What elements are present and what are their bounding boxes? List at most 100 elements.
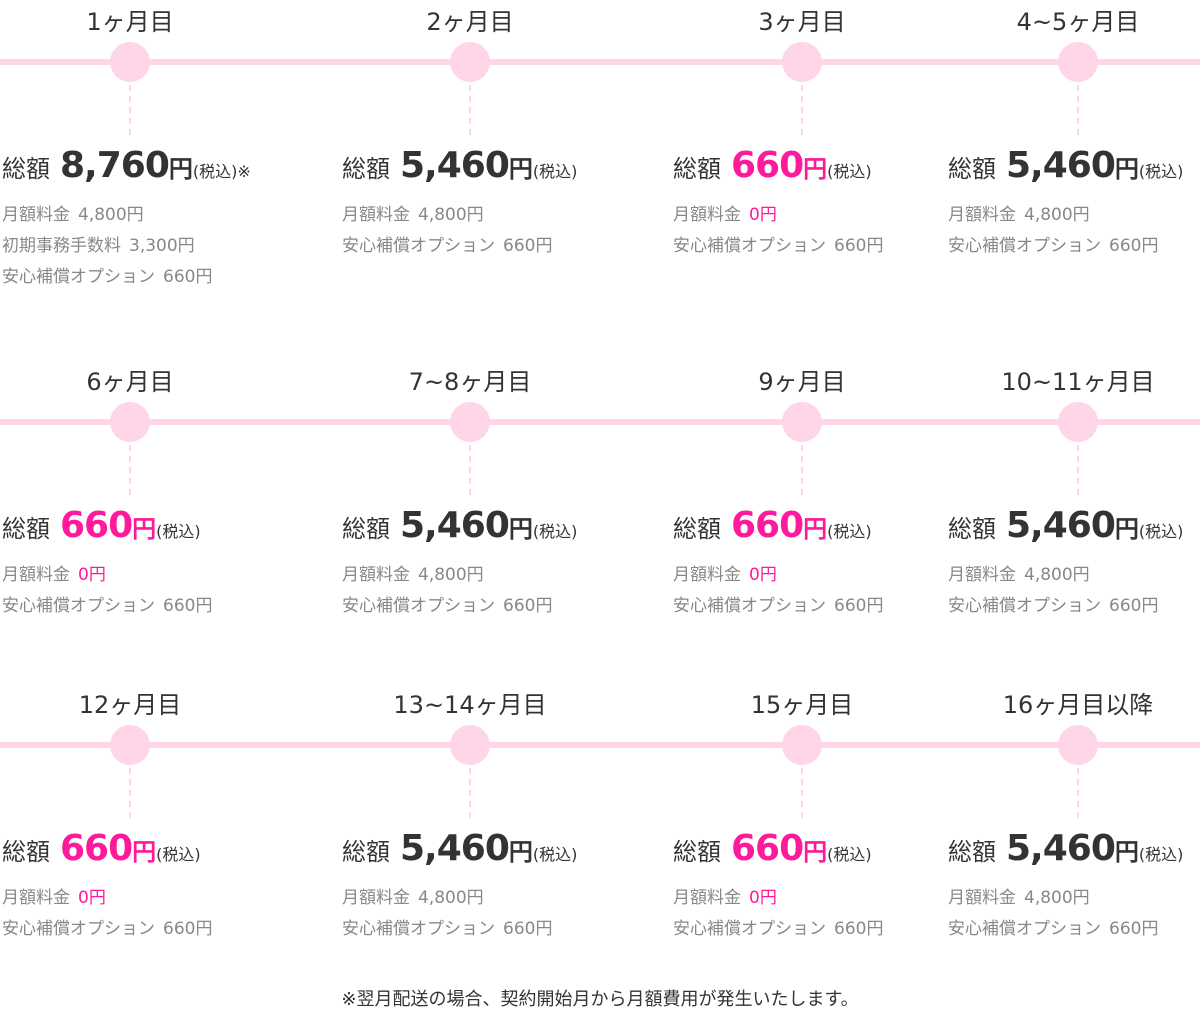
month-label: 2ヶ月目 [426, 8, 514, 36]
timeline-line [0, 419, 1200, 425]
tax-label: (税込) [1138, 845, 1184, 864]
timeline-dot [450, 725, 490, 765]
option-line: 安心補償オプション 660円 [342, 914, 552, 939]
yen-unit: 円 [1114, 838, 1139, 866]
monthly-fee-label: 月額料金 [673, 205, 741, 225]
tax-label: (税込) [156, 845, 201, 864]
timeline-dot [1058, 42, 1098, 82]
option-label: 安心補償オプション [2, 267, 155, 287]
total-label: 総額 [342, 838, 390, 866]
amount-value: 660 [731, 145, 804, 186]
total-label: 総額 [342, 155, 390, 183]
amount-value: 8,760 [60, 145, 170, 186]
timeline-dot [450, 402, 490, 442]
connector-line [129, 85, 131, 135]
monthly-fee-value: 4,800円 [1024, 565, 1090, 585]
monthly-fee-label: 月額料金 [948, 205, 1016, 225]
total-label: 総額 [2, 515, 50, 543]
monthly-fee-label: 月額料金 [673, 565, 741, 585]
month-label: 13~14ヶ月目 [393, 691, 547, 719]
option-label: 安心補償オプション [948, 919, 1101, 939]
tax-label: (税込) [1138, 162, 1184, 181]
amount-value: 5,460 [1006, 505, 1116, 546]
yen-unit: 円 [508, 155, 533, 183]
yen-unit: 円 [508, 515, 533, 543]
option-value: 660円 [163, 919, 213, 939]
amount-value: 5,460 [1006, 145, 1116, 186]
month-label: 6ヶ月目 [86, 368, 174, 396]
monthly-fee-value: 4,800円 [418, 888, 484, 908]
total-label: 総額 [673, 838, 721, 866]
month-label: 9ヶ月目 [758, 368, 846, 396]
option-line: 安心補償オプション 660円 [2, 262, 212, 287]
month-label: 4~5ヶ月目 [1016, 8, 1140, 36]
option-value: 660円 [163, 267, 213, 287]
amount-value: 660 [60, 828, 133, 869]
yen-unit: 円 [803, 155, 828, 183]
total-label: 総額 [948, 838, 996, 866]
monthly-fee-label: 月額料金 [673, 888, 741, 908]
total-label: 総額 [948, 155, 996, 183]
footnote: ※翌月配送の場合、契約開始月から月額費用が発生いたします。 [341, 989, 859, 1010]
timeline-dot [1058, 402, 1098, 442]
yen-unit: 円 [1114, 515, 1139, 543]
tax-label: (税込) [1138, 522, 1184, 541]
monthly-fee-value: 0円 [749, 888, 777, 908]
tax-label: (税込) [532, 162, 578, 181]
option-value: 660円 [163, 596, 213, 616]
option-value: 660円 [503, 236, 553, 256]
tax-label: (税込) [532, 845, 578, 864]
connector-line [801, 445, 803, 495]
month-label: 12ヶ月目 [78, 691, 182, 719]
initial-fee-label: 初期事務手数料 [2, 236, 121, 256]
timeline-dot [782, 725, 822, 765]
option-label: 安心補償オプション [2, 596, 155, 616]
amount-value: 5,460 [400, 828, 510, 869]
connector-line [469, 85, 471, 135]
option-value: 660円 [503, 919, 553, 939]
initial-fee-value: 3,300円 [129, 236, 195, 256]
amount-value: 5,460 [400, 505, 510, 546]
connector-line [1077, 768, 1079, 818]
yen-unit: 円 [803, 515, 828, 543]
option-label: 安心補償オプション [342, 919, 495, 939]
option-label: 安心補償オプション [948, 236, 1101, 256]
month-label: 10~11ヶ月目 [1001, 368, 1155, 396]
monthly-fee-label: 月額料金 [2, 888, 70, 908]
total-label: 総額 [673, 155, 721, 183]
option-value: 660円 [1109, 236, 1159, 256]
month-label: 15ヶ月目 [750, 691, 854, 719]
amount-value: 660 [731, 828, 804, 869]
monthly-fee-value: 4,800円 [1024, 888, 1090, 908]
timeline-dot [782, 42, 822, 82]
connector-line [129, 445, 131, 495]
yen-unit: 円 [132, 838, 157, 866]
option-label: 安心補償オプション [673, 236, 826, 256]
connector-line [129, 768, 131, 818]
total-label: 総額 [948, 515, 996, 543]
month-label: 3ヶ月目 [758, 8, 846, 36]
monthly-fee-value: 0円 [78, 565, 106, 585]
option-value: 660円 [834, 236, 884, 256]
option-label: 安心補償オプション [2, 919, 155, 939]
